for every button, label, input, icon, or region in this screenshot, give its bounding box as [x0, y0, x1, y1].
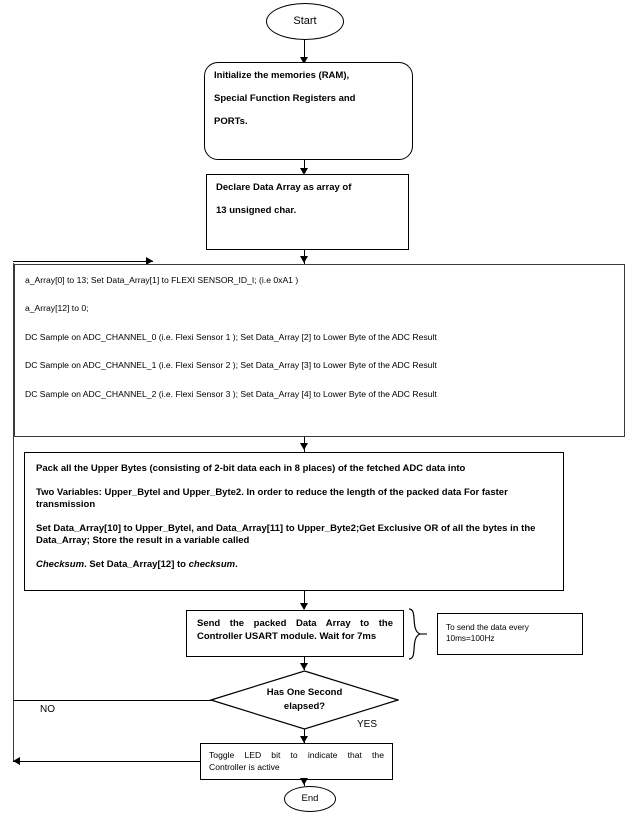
node-start: Start [266, 3, 344, 40]
edge-start-to-init [304, 40, 305, 58]
edge-label-yes: YES [357, 719, 378, 730]
edge-toggle-loopback [13, 761, 201, 762]
node-decision-line-2: elapsed? [283, 701, 326, 712]
node-array-operations-line-4: DC Sample on ADC_CHANNEL_1 (i.e. Flexi S… [25, 360, 437, 371]
edge-send-to-decision-arrowhead [300, 663, 308, 670]
loop-frame-left-spine [13, 263, 14, 761]
node-decision-line-1: Has One Second [266, 687, 343, 699]
node-pack-checksum-term-1: Checksum [36, 558, 85, 570]
edge-pack-to-send [304, 591, 305, 609]
node-toggle-led-line-2: Controller is active [209, 762, 280, 773]
edge-init-to-declare-arrowhead [300, 168, 308, 175]
node-pack-line-2: Two Variables: Upper_Bytel and Upper_Byt… [36, 487, 508, 510]
edge-pack-to-send-arrowhead [300, 603, 308, 610]
node-decision-label-group: Has One Second elapsed? [210, 670, 399, 730]
node-toggle-led: Toggle LED bit to indicate that the Cont… [200, 743, 393, 780]
note-send-rate-line-1: To send the data every [446, 623, 529, 632]
node-send-line-1: Send the packed Data Array to the [197, 618, 393, 629]
node-initialize-line-2: Special Function Registers and [214, 92, 356, 104]
node-pack-line-3: Set Data_Array[10] to Upper_Bytel, and D… [36, 523, 536, 546]
node-array-operations-line-5: DC Sample on ADC_CHANNEL_2 (i.e. Flexi S… [25, 388, 437, 399]
edge-label-no: NO [40, 704, 55, 715]
node-pack-upper-bytes: Pack all the Upper Bytes (consisting of … [24, 452, 564, 591]
edge-loop-return [13, 261, 153, 262]
node-declare-array-line-2: 13 unsigned char. [216, 204, 297, 216]
edge-decision-to-toggle-arrowhead [300, 736, 308, 743]
node-declare-array: Declare Data Array as array of 13 unsign… [206, 174, 409, 250]
node-array-operations: a_Array[0] to 13; Set Data_Array[1] to F… [14, 264, 625, 437]
edge-loop-return-arrowhead [146, 257, 153, 265]
node-pack-line-4-mid: . Set Data_Array[12] to [84, 558, 189, 570]
edge-declare-to-arrayops-arrowhead [300, 256, 308, 263]
edge-no-branch [13, 700, 211, 701]
edge-start-to-init-arrowhead [300, 57, 308, 64]
node-array-operations-line-1: a_Array[0] to 13; Set Data_Array[1] to F… [25, 275, 299, 285]
node-initialize-line-1: Initialize the memories (RAM), [214, 70, 350, 81]
note-brace [406, 608, 428, 660]
node-initialize-line-3: PORTs. [214, 115, 248, 127]
node-array-operations-line-3: DC Sample on ADC_CHANNEL_0 (i.e. Flexi S… [25, 331, 437, 342]
node-pack-line-1: Pack all the Upper Bytes (consisting of … [36, 463, 466, 474]
note-send-rate-line-2: 10ms=100Hz [446, 634, 495, 644]
node-pack-checksum-term-2: checksum [188, 558, 236, 570]
node-send-data-array: Send the packed Data Array to the Contro… [186, 610, 404, 657]
note-send-rate: To send the data every 10ms=100Hz [437, 613, 583, 655]
edge-toggle-loopback-arrowhead [13, 757, 20, 765]
node-toggle-led-line-1: Toggle LED bit to indicate that the [209, 750, 384, 760]
node-array-operations-line-2: a_Array[12] to 0; [25, 303, 89, 314]
node-start-label: Start [293, 14, 317, 27]
node-pack-line-4-end: . [235, 558, 238, 570]
edge-init-to-declare [304, 160, 305, 173]
node-pack-line-4: Checksum. Set Data_Array[12] to checksum… [36, 559, 552, 570]
edge-arrayops-to-pack-arrowhead [300, 443, 308, 450]
node-declare-array-line-1: Declare Data Array as array of [216, 182, 352, 193]
node-send-line-2: Controller USART module. Wait for 7ms [197, 630, 377, 642]
edge-toggle-to-end-arrowhead [300, 778, 308, 785]
node-end: End [284, 786, 336, 812]
node-end-label: End [301, 793, 319, 805]
node-initialize: Initialize the memories (RAM), Special F… [204, 62, 413, 160]
